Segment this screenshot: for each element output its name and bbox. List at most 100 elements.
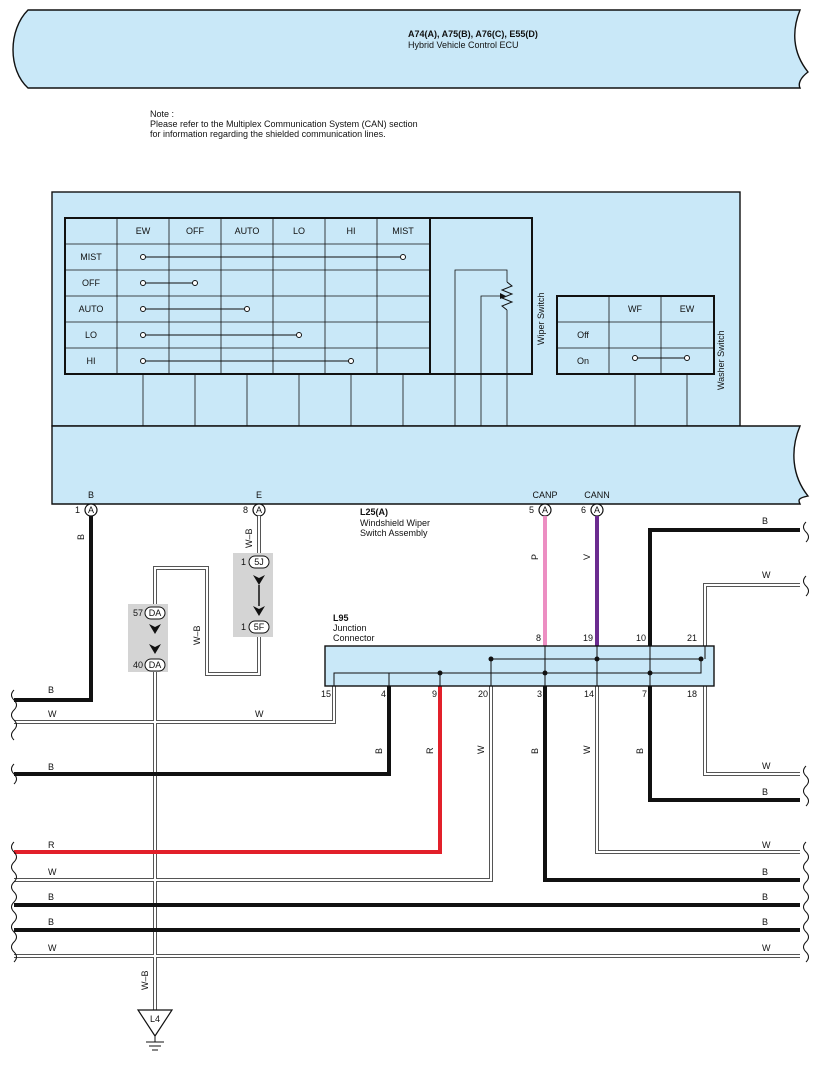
terminal-conn: A bbox=[256, 505, 262, 515]
junction-bottom-pin: 15 bbox=[321, 689, 331, 699]
wire-label: B bbox=[762, 787, 768, 797]
switch-assembly-code: L25(A) bbox=[360, 507, 388, 517]
washer-on-connection bbox=[632, 355, 690, 361]
wire-label: W bbox=[48, 709, 57, 719]
junction-bottom-pin: 18 bbox=[687, 689, 697, 699]
junction-line-1: Junction bbox=[333, 623, 367, 633]
ecu-block: A74(A), A75(B), A76(C), E55(D) Hybrid Ve… bbox=[12, 9, 809, 89]
terminal-b-name: B bbox=[88, 490, 94, 500]
conn-da-pin: 57 bbox=[133, 608, 143, 618]
wire-label: B bbox=[48, 685, 54, 695]
wire-label: B bbox=[76, 534, 86, 540]
terminal-canp-name: CANP bbox=[532, 490, 557, 500]
junction-top-pin: 21 bbox=[687, 633, 697, 643]
wire-b-pin4 bbox=[14, 686, 391, 776]
wire-label: B bbox=[48, 762, 54, 772]
wire-label: B bbox=[762, 917, 768, 927]
washer-col-header: EW bbox=[680, 304, 695, 314]
junction-connector: L95 Junction Connector 8 19 10 21 15 4 9… bbox=[321, 613, 715, 699]
note-line-2: for information regarding the shielded c… bbox=[150, 129, 386, 139]
note: Note : Please refer to the Multiplex Com… bbox=[150, 109, 418, 139]
wire-b-pin10 bbox=[648, 528, 800, 646]
conn-5j-pin: 1 bbox=[241, 557, 246, 567]
wiper-col-header: LO bbox=[293, 226, 305, 236]
note-heading: Note : bbox=[150, 109, 174, 119]
wiper-row-label: LO bbox=[85, 330, 97, 340]
ground-symbol: L4 bbox=[136, 1009, 174, 1051]
junction-top-pin: 10 bbox=[636, 633, 646, 643]
wire-label: W–B bbox=[244, 528, 254, 548]
wiper-row-label: MIST bbox=[80, 252, 102, 262]
wiper-connection-node bbox=[140, 280, 146, 286]
wiper-col-header: MIST bbox=[392, 226, 414, 236]
wiper-connection-node bbox=[296, 332, 302, 338]
wire-label: W bbox=[48, 943, 57, 953]
wiper-col-header: EW bbox=[136, 226, 151, 236]
wiper-switch-table: EW OFF AUTO LO HI MIST MIST OFF AUTO LO … bbox=[64, 217, 431, 426]
wire-label: W bbox=[255, 709, 264, 719]
wiper-switch-label: Wiper Switch bbox=[536, 292, 546, 345]
wire-label: W bbox=[476, 745, 486, 754]
wiper-resistor bbox=[429, 217, 533, 426]
junction-top-pin: 19 bbox=[583, 633, 593, 643]
terminal-pin: 1 bbox=[75, 505, 80, 515]
conn-da-pin: 40 bbox=[133, 660, 143, 670]
wire-b-pin3 bbox=[543, 686, 800, 882]
wire-label: W bbox=[762, 761, 771, 771]
wire-label: W bbox=[48, 867, 57, 877]
washer-row-label: Off bbox=[577, 330, 589, 340]
washer-col-header: WF bbox=[628, 304, 642, 314]
connector-5j-5f: 5J 1 5F 1 bbox=[233, 553, 273, 637]
wiper-connection-node bbox=[192, 280, 198, 286]
terminal-conn: A bbox=[542, 505, 548, 515]
wire-label: P bbox=[530, 554, 540, 560]
switch-assembly-line-1: Windshield Wiper bbox=[360, 518, 430, 528]
conn-da-code: DA bbox=[149, 660, 162, 670]
terminal-pin: 8 bbox=[243, 505, 248, 515]
junction-code: L95 bbox=[333, 613, 349, 623]
note-line-1: Please refer to the Multiplex Communicat… bbox=[150, 119, 418, 129]
conn-5j-code: 5J bbox=[254, 557, 264, 567]
switch-assembly-line-2: Switch Assembly bbox=[360, 528, 428, 538]
terminal-e-name: E bbox=[256, 490, 262, 500]
wire-label: B bbox=[762, 892, 768, 902]
wiper-row-label: AUTO bbox=[79, 304, 104, 314]
wiper-connection-node bbox=[140, 254, 146, 260]
wiper-connection-node bbox=[244, 306, 250, 312]
wiper-connection-node bbox=[348, 358, 354, 364]
white-wires bbox=[14, 516, 800, 1010]
wire-b-terminal bbox=[14, 516, 93, 702]
wire-r-pin9 bbox=[14, 686, 442, 854]
switch-assembly-label: L25(A) Windshield Wiper Switch Assembly bbox=[360, 507, 430, 538]
wiper-connection-node bbox=[140, 358, 146, 364]
wire-label: B bbox=[530, 748, 540, 754]
wire-label: B bbox=[48, 892, 54, 902]
ecu-subtitle: Hybrid Vehicle Control ECU bbox=[408, 40, 519, 50]
wire-label: R bbox=[425, 747, 435, 754]
wiper-connection-node bbox=[140, 306, 146, 312]
junction-bottom-pin: 4 bbox=[381, 689, 386, 699]
terminal-pin: 5 bbox=[529, 505, 534, 515]
junction-top-pin: 8 bbox=[536, 633, 541, 643]
wire-label: B bbox=[762, 867, 768, 877]
wire-label: B bbox=[374, 748, 384, 754]
conn-5f-code: 5F bbox=[254, 622, 265, 632]
wiper-row-label: OFF bbox=[82, 278, 100, 288]
wiper-col-header: OFF bbox=[186, 226, 204, 236]
conn-5f-pin: 1 bbox=[241, 622, 246, 632]
ecu-title: A74(A), A75(B), A76(C), E55(D) bbox=[408, 29, 538, 39]
wire-labels: B W–B W–B W–B P V B R W B W B B W W B R … bbox=[48, 516, 771, 990]
wiper-connection-node bbox=[400, 254, 406, 260]
wire-label: W–B bbox=[140, 970, 150, 990]
wire-label: B bbox=[635, 748, 645, 754]
junction-bottom-pin: 3 bbox=[537, 689, 542, 699]
break-marks bbox=[11, 521, 809, 963]
ground-code: L4 bbox=[150, 1014, 160, 1024]
terminal-conn: A bbox=[594, 505, 600, 515]
wire-label: W–B bbox=[192, 625, 202, 645]
conn-da-code: DA bbox=[149, 608, 162, 618]
terminal-conn: A bbox=[88, 505, 94, 515]
terminal-pin: 6 bbox=[581, 505, 586, 515]
